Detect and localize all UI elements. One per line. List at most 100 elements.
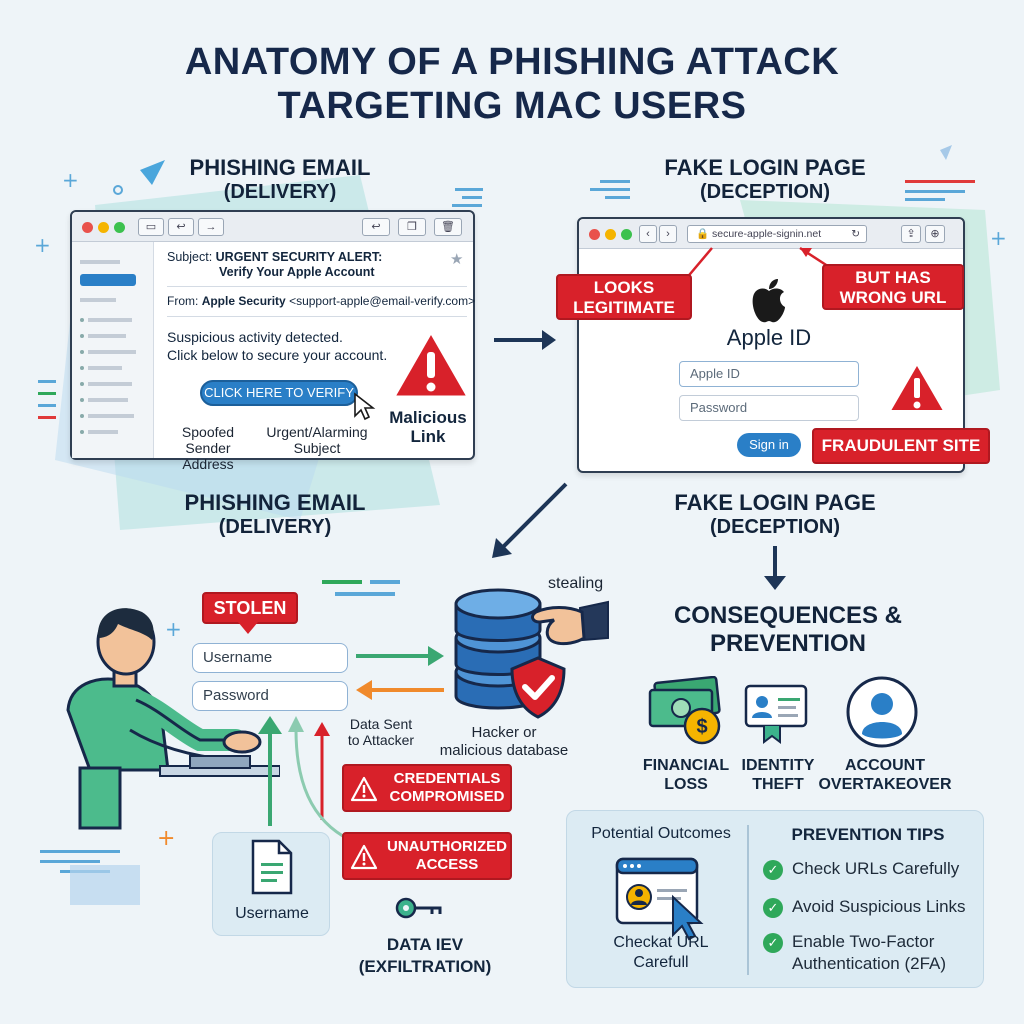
apple-logo-icon bbox=[752, 279, 785, 323]
zoom-dot[interactable] bbox=[621, 229, 632, 240]
password-input[interactable]: Password bbox=[679, 395, 859, 421]
forward-icon[interactable]: → bbox=[198, 218, 224, 236]
stealing-label: stealing bbox=[548, 575, 604, 592]
svg-text:+: + bbox=[165, 617, 182, 641]
minimize-dot[interactable] bbox=[98, 222, 109, 233]
svg-text:+: + bbox=[62, 168, 79, 192]
check-icon: ✓ bbox=[763, 859, 783, 880]
lock-icon: 🔒 bbox=[696, 228, 710, 240]
back-icon[interactable]: ‹ bbox=[639, 225, 657, 243]
tag-pointer bbox=[238, 622, 258, 634]
verify-link-button[interactable]: CLICK HERE TO VERIFY bbox=[200, 380, 358, 406]
hacker-hand-icon bbox=[531, 600, 609, 646]
money-icon: $ bbox=[648, 676, 721, 745]
consequences-heading: CONSEQUENCES & PREVENTION bbox=[673, 602, 903, 657]
document-card: Username bbox=[212, 832, 330, 936]
check-icon: ✓ bbox=[763, 932, 783, 953]
repeat-login-heading: FAKE LOGIN PAGE (DECEPTION) bbox=[674, 490, 876, 538]
tip-avoid-links: ✓Avoid Suspicious Links bbox=[763, 897, 966, 918]
svg-text:$: $ bbox=[696, 716, 707, 738]
card-divider bbox=[747, 825, 749, 975]
browser-toolbar: ‹ › 🔒 secure-apple-signin.net ↻ ⇪ ⊕ bbox=[579, 219, 963, 249]
tip-check-urls: ✓Check URLs Carefully bbox=[763, 859, 959, 880]
data-exfiltration-label: DATA IEV(EXFILTRATION) bbox=[358, 935, 492, 976]
exfil-up-arrows bbox=[258, 716, 351, 842]
email-window-titlebar: ▭ ↩ → ↩ ❐ 🗑 bbox=[72, 212, 473, 242]
document-label: Username bbox=[235, 905, 309, 922]
tip-enable-2fa: ✓Enable Two-Factor Authentication (2FA) bbox=[763, 931, 946, 974]
address-bar[interactable]: 🔒 secure-apple-signin.net ↻ bbox=[687, 225, 867, 243]
svg-text:+: + bbox=[990, 226, 1007, 250]
trash-icon[interactable]: 🗑 bbox=[434, 218, 462, 236]
tag-fraudulent-site: FRAUDULENT SITE bbox=[812, 428, 990, 464]
warning-icon bbox=[350, 776, 378, 802]
data-flow-arrows bbox=[356, 646, 444, 700]
user-at-computer-illustration bbox=[66, 608, 280, 830]
mail-sidebar bbox=[72, 242, 154, 458]
tag-stolen: STOLEN bbox=[202, 592, 298, 624]
shield-check-icon bbox=[510, 656, 566, 719]
zoom-dot[interactable] bbox=[114, 222, 125, 233]
from-name: Apple Security bbox=[201, 294, 286, 308]
repeat-email-heading: PHISHING EMAIL (DELIVERY) bbox=[184, 490, 366, 538]
reply-icon[interactable]: ↩ bbox=[168, 218, 194, 236]
prevention-tips-heading: PREVENTION TIPS bbox=[791, 825, 945, 844]
stolen-password-field[interactable]: Password bbox=[192, 681, 348, 711]
sign-in-button[interactable]: Sign in bbox=[737, 433, 801, 457]
key-icon bbox=[395, 897, 442, 919]
id-card-icon bbox=[744, 684, 808, 744]
email-window: ▭ ↩ → ↩ ❐ 🗑 Subject: URGENT SECURITY ALE… bbox=[70, 210, 476, 472]
star-icon[interactable]: ★ bbox=[450, 251, 464, 268]
close-dot[interactable] bbox=[589, 229, 600, 240]
warning-icon bbox=[886, 360, 948, 414]
page-title-line1: ANATOMY OF A PHISHING ATTACK bbox=[184, 41, 840, 83]
warning-icon bbox=[389, 327, 473, 401]
flow-arrow-down-left bbox=[492, 482, 568, 558]
copy-icon[interactable]: ❐ bbox=[398, 218, 426, 236]
divider bbox=[167, 316, 467, 317]
share-icon[interactable]: ⇪ bbox=[901, 225, 921, 243]
reload-icon[interactable]: ↻ bbox=[851, 228, 860, 240]
from-address: <support-apple@email-verify.com> bbox=[289, 294, 476, 308]
svg-text:+: + bbox=[34, 233, 51, 257]
email-subject: Subject: URGENT SECURITY ALERT: Verify Y… bbox=[167, 250, 383, 279]
cursor-icon bbox=[354, 392, 376, 421]
email-from: From: Apple Security <support-apple@emai… bbox=[167, 294, 476, 308]
potential-outcomes-heading: Potential Outcomes bbox=[591, 825, 731, 842]
fake-login-window: ‹ › 🔒 secure-apple-signin.net ↻ ⇪ ⊕ Appl… bbox=[577, 217, 965, 473]
sidebar-toggle-icon[interactable]: ▭ bbox=[138, 218, 164, 236]
address-bar-url: secure-apple-signin.net bbox=[712, 228, 822, 240]
minimize-dot[interactable] bbox=[605, 229, 616, 240]
user-account-icon bbox=[846, 676, 918, 748]
mail-sidebar-lines bbox=[80, 260, 136, 434]
subject-line2: Verify Your Apple Account bbox=[219, 265, 375, 279]
flow-arrow-right bbox=[494, 330, 556, 350]
login-section-heading: FAKE LOGIN PAGE (DECEPTION) bbox=[664, 155, 866, 203]
warning-icon bbox=[350, 844, 378, 870]
document-icon bbox=[251, 839, 293, 895]
flow-arrow-down bbox=[764, 546, 786, 590]
reply-all-icon[interactable]: ↩ bbox=[362, 218, 390, 236]
apple-id-input[interactable]: Apple ID bbox=[679, 361, 859, 387]
browser-profile-icon bbox=[615, 857, 704, 941]
stolen-username-field[interactable]: Username bbox=[192, 643, 348, 673]
globe-icon[interactable]: ⊕ bbox=[925, 225, 945, 243]
close-dot[interactable] bbox=[82, 222, 93, 233]
page-title-line2: TARGETING MAC USERS bbox=[277, 85, 747, 127]
subject-line1: URGENT SECURITY ALERT: bbox=[215, 250, 383, 264]
forward-icon[interactable]: › bbox=[659, 225, 677, 243]
email-body: Suspicious activity detected. Click belo… bbox=[167, 329, 388, 363]
